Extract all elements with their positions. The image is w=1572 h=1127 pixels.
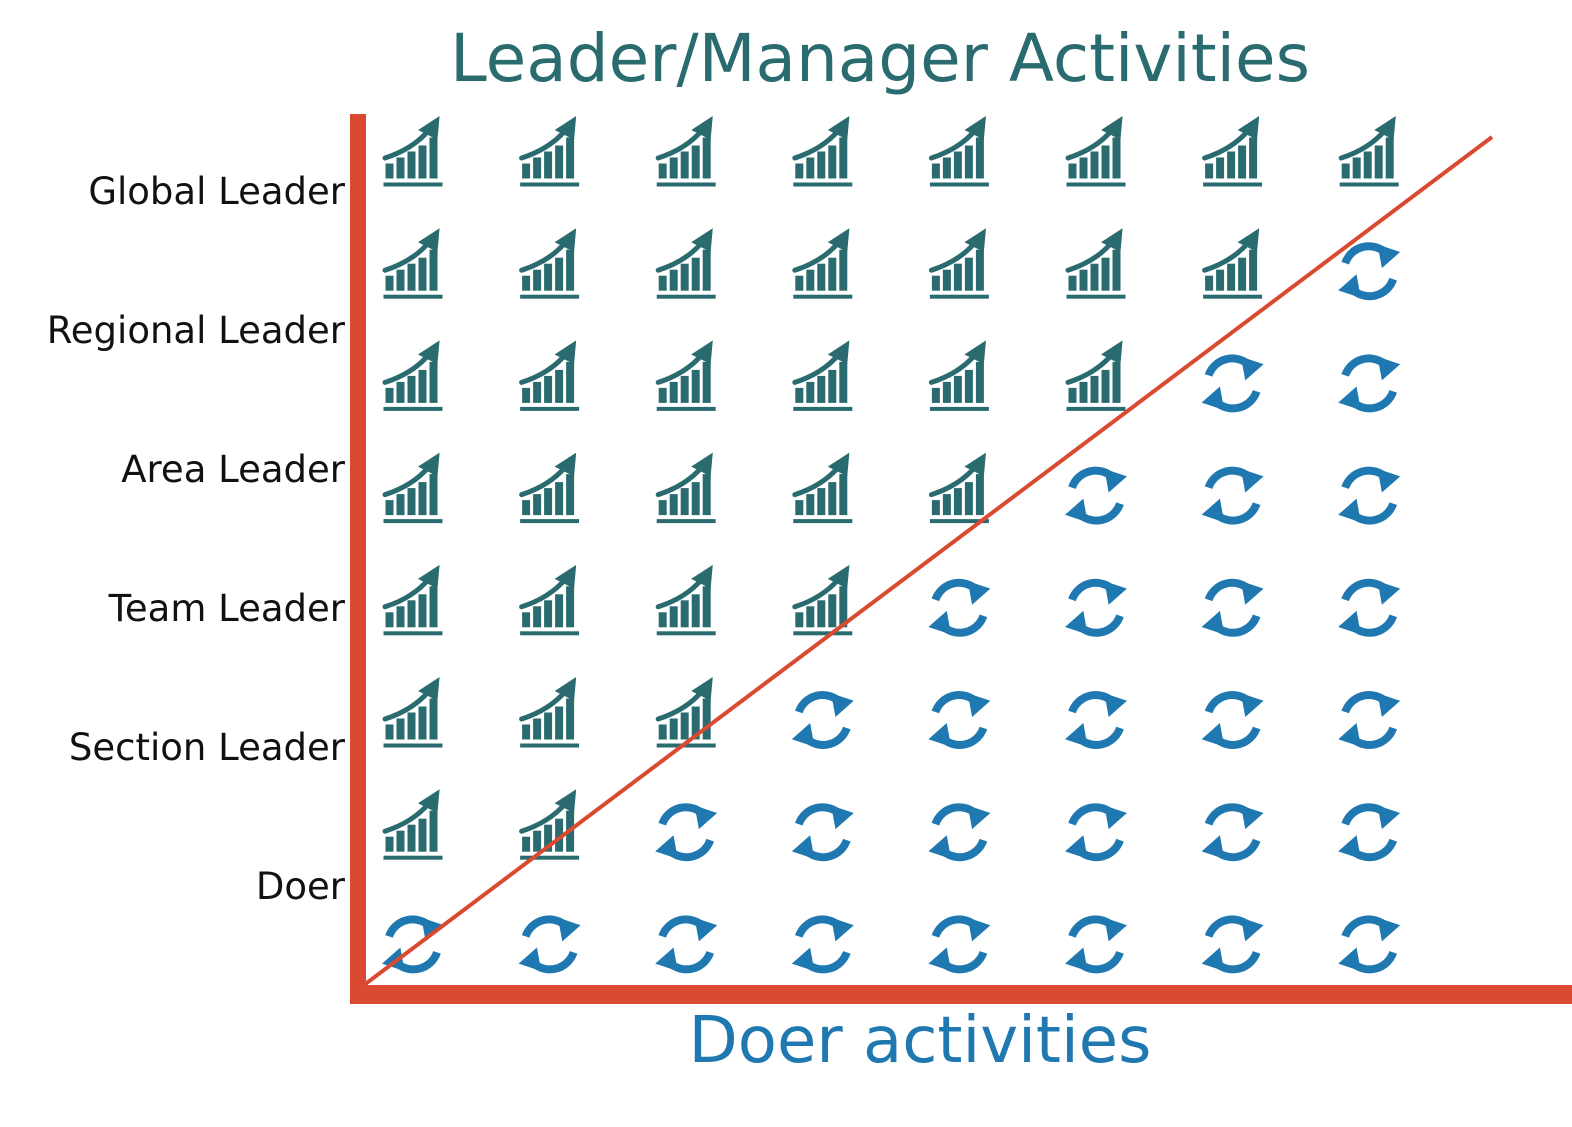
- growth-chart-icon: [1204, 229, 1262, 298]
- cycle-arrows-icon: [929, 582, 989, 634]
- growth-chart-icon: [1067, 117, 1125, 186]
- level-label: Doer: [255, 865, 345, 908]
- cycle-arrows-icon: [1203, 694, 1263, 746]
- level-label: Area Leader: [121, 448, 345, 491]
- cycle-arrows-icon: [520, 918, 580, 970]
- cycle-arrows-icon: [1066, 806, 1126, 858]
- growth-chart-icon: [657, 678, 715, 747]
- growth-chart-icon: [384, 341, 442, 410]
- level-label: Team Leader: [108, 587, 345, 630]
- growth-chart-icon: [794, 117, 852, 186]
- growth-chart-icon: [657, 454, 715, 523]
- growth-chart-icon: [657, 117, 715, 186]
- growth-chart-icon: [384, 454, 442, 523]
- level-labels: Global Leader Regional Leader Area Leade…: [0, 0, 345, 1127]
- cycle-arrows-icon: [1339, 470, 1399, 522]
- x-axis-label: Doer activities: [688, 1004, 1152, 1078]
- growth-chart-icon: [1204, 117, 1262, 186]
- level-label: Global Leader: [88, 170, 345, 213]
- growth-chart-icon: [521, 678, 579, 747]
- cycle-arrows-icon: [1339, 918, 1399, 970]
- growth-chart-icon: [657, 341, 715, 410]
- cycle-arrows-icon: [656, 918, 716, 970]
- growth-chart-icon: [1067, 229, 1125, 298]
- level-label: Regional Leader: [46, 309, 345, 352]
- growth-chart-icon: [657, 229, 715, 298]
- cycle-arrows-icon: [1339, 357, 1399, 409]
- growth-chart-icon: [521, 790, 579, 859]
- growth-chart-icon: [521, 117, 579, 186]
- growth-chart-icon: [1067, 341, 1125, 410]
- cycle-arrows-icon: [1339, 245, 1399, 297]
- cycle-arrows-icon: [1203, 806, 1263, 858]
- growth-chart-icon: [521, 341, 579, 410]
- growth-chart-icon: [794, 341, 852, 410]
- cycle-arrows-icon: [1339, 806, 1399, 858]
- diagonal-line: [362, 135, 1494, 987]
- cycle-arrows-icon: [1203, 470, 1263, 522]
- growth-chart-icon: [657, 566, 715, 635]
- cycle-arrows-icon: [1203, 582, 1263, 634]
- cycle-arrows-icon: [793, 694, 853, 746]
- cycle-arrows-icon: [1066, 582, 1126, 634]
- growth-chart-icon: [384, 790, 442, 859]
- icon-grid: [383, 117, 1399, 970]
- growth-chart-icon: [930, 117, 988, 186]
- cycle-arrows-icon: [1066, 470, 1126, 522]
- growth-chart-icon: [930, 454, 988, 523]
- cycle-arrows-icon: [929, 806, 989, 858]
- cycle-arrows-icon: [1203, 918, 1263, 970]
- growth-chart-icon: [794, 454, 852, 523]
- growth-chart-icon: [930, 341, 988, 410]
- growth-chart-icon: [521, 566, 579, 635]
- cycle-arrows-icon: [1339, 582, 1399, 634]
- cycle-arrows-icon: [929, 918, 989, 970]
- growth-chart-icon: [384, 678, 442, 747]
- cycle-arrows-icon: [1339, 694, 1399, 746]
- growth-chart-icon: [1340, 117, 1398, 186]
- growth-chart-icon: [930, 229, 988, 298]
- growth-chart-icon: [521, 229, 579, 298]
- level-label: Section Leader: [68, 726, 345, 769]
- x-axis: [350, 985, 1572, 1004]
- growth-chart-icon: [521, 454, 579, 523]
- cycle-arrows-icon: [1066, 694, 1126, 746]
- cycle-arrows-icon: [1066, 918, 1126, 970]
- cycle-arrows-icon: [929, 694, 989, 746]
- growth-chart-icon: [384, 117, 442, 186]
- growth-chart-icon: [384, 566, 442, 635]
- growth-chart-icon: [384, 229, 442, 298]
- cycle-arrows-icon: [793, 806, 853, 858]
- cycle-arrows-icon: [793, 918, 853, 970]
- y-axis: [350, 114, 366, 1004]
- growth-chart-icon: [794, 229, 852, 298]
- cycle-arrows-icon: [656, 806, 716, 858]
- cycle-arrows-icon: [1203, 357, 1263, 409]
- diagram-title: Leader/Manager Activities: [450, 20, 1310, 97]
